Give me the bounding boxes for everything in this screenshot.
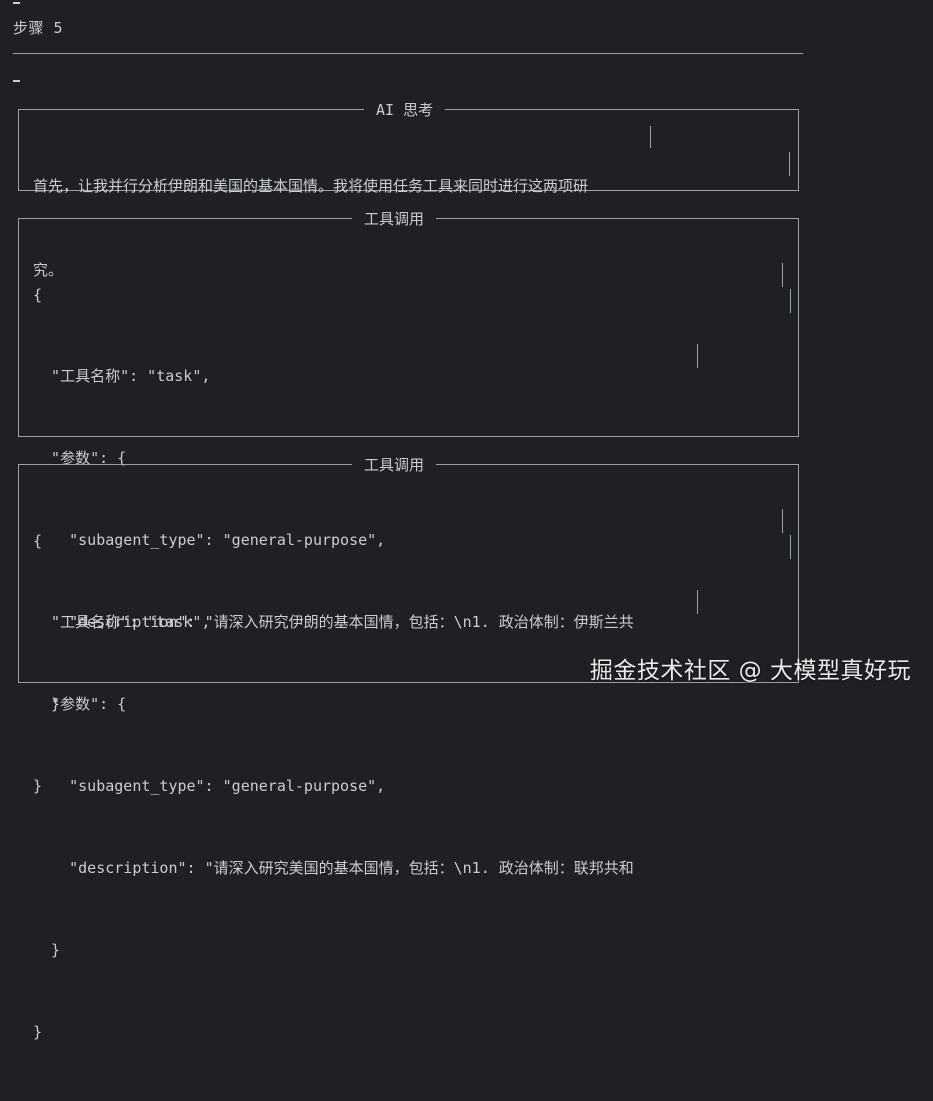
tool-call-json: { "工具名称": "task", "参数": { "subagent_type… (33, 473, 634, 1101)
json-line: "subagent_type": "general-purpose", (33, 777, 386, 796)
step-divider (13, 53, 803, 54)
ai-thinking-text: 首先，让我并行分析伊朗和美国的基本国情。我将使用任务工具来同时进行这两项研 究。 (33, 116, 588, 340)
tool-call-json: { "工具名称": "task", "参数": { "subagent_type… (33, 227, 634, 855)
terminal-cursor (13, 2, 20, 4)
terminal-cursor (13, 80, 20, 82)
watermark: 掘金技术社区 @ 大模型真好玩 (589, 658, 911, 684)
json-line: "description": "请深入研究伊朗的基本国情，包括：\n1. 政治体… (33, 613, 634, 632)
ai-thinking-panel: AI 思考 首先，让我并行分析伊朗和美国的基本国情。我将使用任务工具来同时进行这… (18, 100, 799, 279)
json-line: "参数": { (33, 449, 127, 468)
panel-edge (697, 344, 698, 368)
panel-edge (650, 126, 651, 148)
json-line: "工具名称": "task", (33, 613, 211, 632)
panel-edge (782, 263, 783, 287)
json-line: "工具名称": "task", (33, 367, 211, 386)
json-line: } (33, 695, 61, 714)
panel-edge (782, 509, 783, 533)
thinking-line: 究。 (33, 261, 64, 279)
json-line: "参数": { (33, 695, 127, 714)
thinking-line: 首先，让我并行分析伊朗和美国的基本国情。我将使用任务工具来同时进行这两项研 (33, 177, 589, 195)
tool-call-title: 工具调用 (352, 209, 437, 229)
panel-edge (790, 535, 791, 559)
json-line: { (33, 531, 43, 550)
json-line: "description": "请深入研究美国的基本国情，包括：\n1. 政治体… (33, 859, 634, 878)
json-line: } (33, 941, 61, 960)
tool-call-title: 工具调用 (352, 455, 437, 475)
json-line: { (33, 285, 43, 304)
json-line: "subagent_type": "general-purpose", (33, 531, 386, 550)
step-label: 步骤 5 (13, 19, 64, 37)
json-line: } (33, 1022, 43, 1041)
panel-edge (790, 289, 791, 313)
panel-edge (789, 152, 790, 176)
ai-thinking-title: AI 思考 (364, 100, 446, 120)
panel-edge (697, 590, 698, 614)
tool-call-panel: 工具调用 { "工具名称": "task", "参数": { "subagent… (18, 209, 799, 795)
